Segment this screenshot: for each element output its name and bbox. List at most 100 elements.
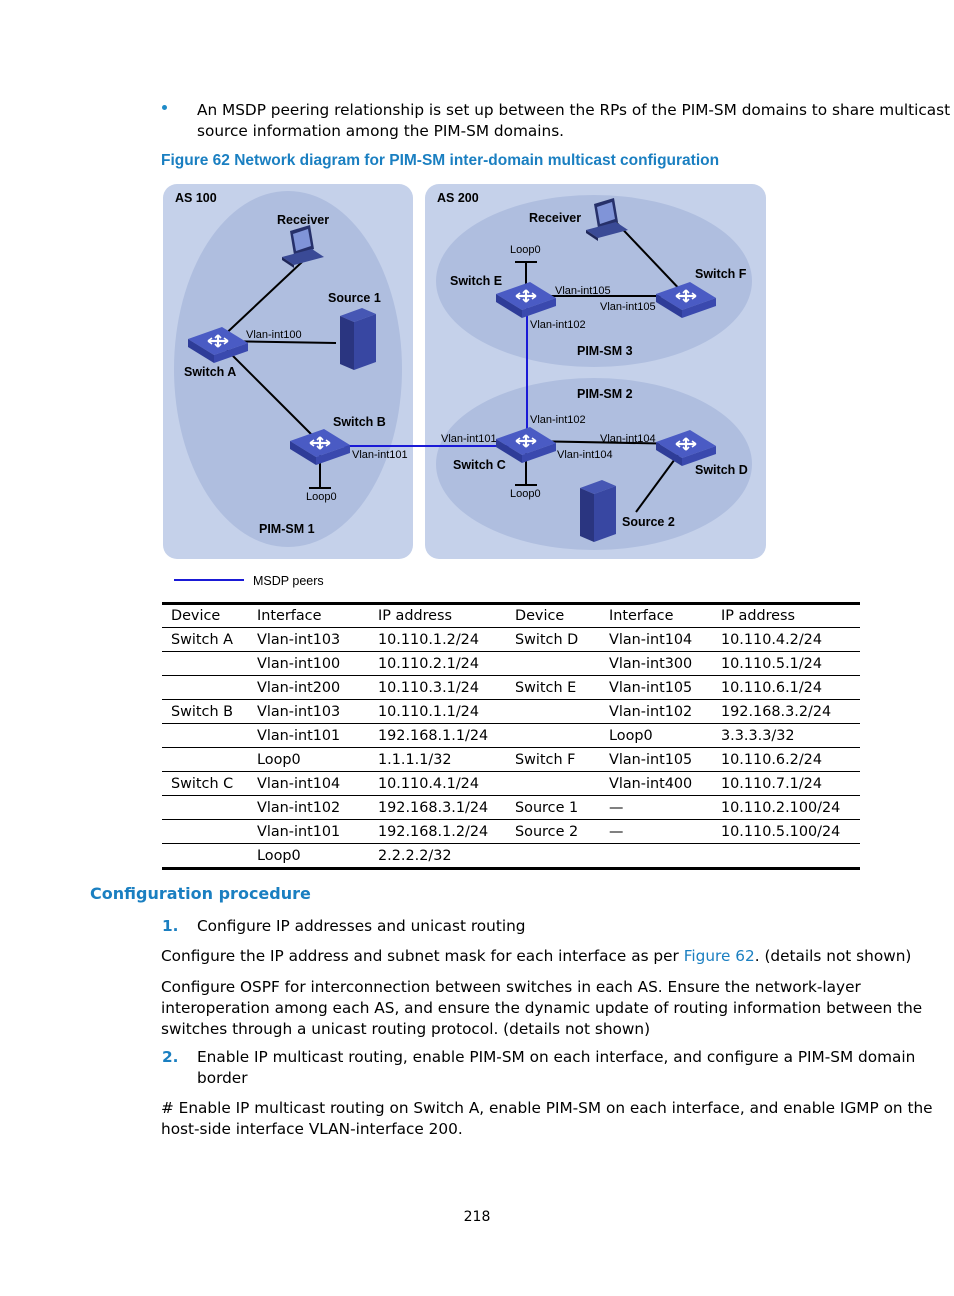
table-cell: Vlan-int105	[600, 675, 712, 700]
table-cell	[162, 675, 248, 700]
table-cell: 10.110.5.100/24	[712, 819, 860, 844]
d-vlan104-label: Vlan-int104	[600, 433, 656, 445]
table-cell: 10.110.6.1/24	[712, 675, 860, 700]
table-cell: 10.110.2.1/24	[369, 651, 506, 676]
loop-ticks	[309, 261, 537, 489]
e-vlan105-label: Vlan-int105	[555, 285, 611, 297]
table-cell	[506, 699, 600, 724]
table-cell: Vlan-int400	[600, 771, 712, 796]
table-cell: 10.110.2.100/24	[712, 795, 860, 820]
table-cell: 192.168.1.1/24	[369, 723, 506, 748]
c-vlan101-label: Vlan-int101	[441, 433, 497, 445]
e-loop0-label: Loop0	[510, 244, 541, 256]
table-cell: Switch E	[506, 675, 600, 700]
col-interface: Interface	[248, 602, 369, 628]
table-cell	[162, 843, 248, 870]
table-cell: Vlan-int102	[600, 699, 712, 724]
intro-bullet-line2: source information among the PIM-SM doma…	[197, 122, 565, 140]
switch-c-label: Switch C	[453, 458, 506, 472]
table-cell: Switch B	[162, 699, 248, 724]
step2-line2: border	[197, 1069, 248, 1087]
table-cell: Switch F	[506, 747, 600, 772]
table-cell: 10.110.1.1/24	[369, 699, 506, 724]
c-vlan102-label: Vlan-int102	[530, 414, 586, 426]
para2-line1: Configure OSPF for interconnection betwe…	[161, 978, 861, 996]
table-cell: Vlan-int103	[248, 627, 369, 652]
table-cell: Switch C	[162, 771, 248, 796]
source2-label: Source 2	[622, 515, 675, 529]
section-heading: Configuration procedure	[90, 884, 311, 903]
switch-d-label: Switch D	[695, 463, 748, 477]
receiver-left-label: Receiver	[277, 213, 329, 227]
e-vlan102-label: Vlan-int102	[530, 319, 586, 331]
pimsm1-label: PIM-SM 1	[259, 522, 315, 536]
table-cell: 192.168.3.1/24	[369, 795, 506, 820]
para3-line1: # Enable IP multicast routing on Switch …	[161, 1099, 933, 1117]
table-cell	[162, 723, 248, 748]
table-cell: Source 1	[506, 795, 600, 820]
col-ip-address: IP address	[369, 602, 506, 628]
pimsm3-label: PIM-SM 3	[577, 344, 633, 358]
para2-line3: switches through a unicast routing proto…	[161, 1020, 651, 1038]
table-cell	[162, 795, 248, 820]
col-interface-2: Interface	[600, 602, 712, 628]
para2-line2: interoperation among each AS, and ensure…	[161, 999, 923, 1017]
table-cell	[600, 843, 712, 870]
table-cell: Loop0	[600, 723, 712, 748]
pimsm1-domain	[174, 191, 402, 547]
table-cell: 2.2.2.2/32	[369, 843, 506, 870]
para1: Configure the IP address and subnet mask…	[161, 946, 911, 967]
b-vlan101-label: Vlan-int101	[352, 449, 408, 461]
a-vlan100-label: Vlan-int100	[246, 329, 302, 341]
step2-line1: Enable IP multicast routing, enable PIM-…	[197, 1048, 916, 1066]
col-ip-address-2: IP address	[712, 602, 860, 628]
switch-f-label: Switch F	[695, 267, 747, 281]
table-cell	[506, 843, 600, 870]
table-cell: —	[600, 795, 712, 820]
legend-msdp-label: MSDP peers	[253, 574, 324, 588]
col-device-2: Device	[506, 602, 600, 628]
step1-number: 1.	[162, 917, 179, 935]
table-cell: 10.110.3.1/24	[369, 675, 506, 700]
table-cell: Vlan-int300	[600, 651, 712, 676]
table-cell: Loop0	[248, 843, 369, 870]
figure-62-link[interactable]: Figure 62	[683, 947, 755, 965]
table-cell: 10.110.1.2/24	[369, 627, 506, 652]
table-cell: Vlan-int104	[600, 627, 712, 652]
b-loop0-label: Loop0	[306, 491, 337, 503]
switch-b-label: Switch B	[333, 415, 386, 429]
bullet-icon	[162, 105, 167, 110]
table-cell: Vlan-int200	[248, 675, 369, 700]
table-cell	[712, 843, 860, 870]
receiver-right-label: Receiver	[529, 211, 581, 225]
table-cell: —	[600, 819, 712, 844]
para1-text-before: Configure the IP address and subnet mask…	[161, 947, 684, 965]
pimsm2-domain	[436, 378, 752, 550]
pimsm2-label: PIM-SM 2	[577, 387, 633, 401]
table-cell: Vlan-int102	[248, 795, 369, 820]
as100-label: AS 100	[175, 191, 217, 205]
switch-a-label: Switch A	[184, 365, 236, 379]
table-cell	[162, 651, 248, 676]
as200-label: AS 200	[437, 191, 479, 205]
table-cell: 192.168.3.2/24	[712, 699, 860, 724]
table-cell: Vlan-int105	[600, 747, 712, 772]
table-cell: 10.110.6.2/24	[712, 747, 860, 772]
table-cell	[506, 723, 600, 748]
step2-number: 2.	[162, 1048, 179, 1066]
table-cell: Vlan-int103	[248, 699, 369, 724]
f-vlan105-label: Vlan-int105	[600, 301, 656, 313]
table-cell: Vlan-int104	[248, 771, 369, 796]
table-cell: 10.110.7.1/24	[712, 771, 860, 796]
network-diagram: AS 100 AS 200 Receiver Source 1 Switch A…	[163, 184, 766, 588]
table-cell	[162, 747, 248, 772]
interface-ip-table: Device Interface IP address Device Inter…	[162, 602, 860, 870]
c-loop0-label: Loop0	[510, 488, 541, 500]
